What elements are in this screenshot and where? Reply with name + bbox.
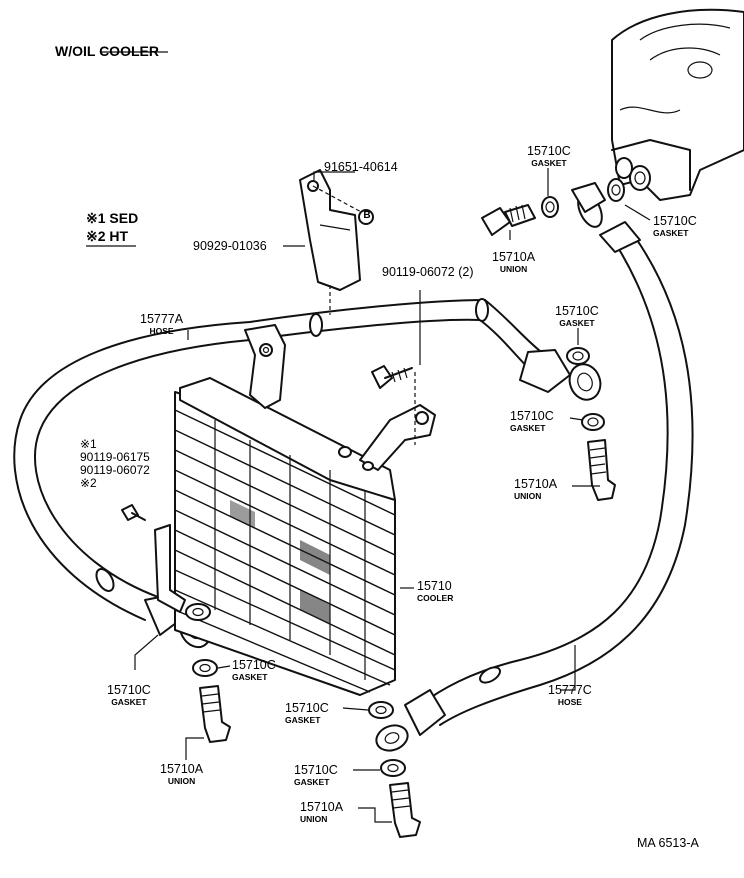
callout-pn: 90929-01036 <box>193 239 267 253</box>
bolt-note-part1: 90119-06175 <box>80 450 150 464</box>
diagram-code: MA 6513-A <box>637 836 699 850</box>
callout-gasket-right2: 15710C GASKET <box>510 410 554 434</box>
callout-union-left: 15710A UNION <box>160 763 203 787</box>
legend-item-1: ※1 SED <box>86 209 138 227</box>
callout-caption: GASKET <box>531 158 567 168</box>
legend-symbol-2: ※2 <box>86 228 106 244</box>
callout-caption: GASKET <box>510 423 546 433</box>
callout-caption: GASKET <box>285 715 321 725</box>
callout-pn: 15710C <box>285 701 329 715</box>
cooler-fins <box>174 409 396 693</box>
leader-lines <box>86 51 651 823</box>
callout-pn: 15710C <box>653 214 697 228</box>
callout-pn: 15710C <box>107 683 151 697</box>
callout-bracket: 90929-01036 <box>193 239 267 253</box>
callout-pn: 15710C <box>555 304 599 318</box>
callout-gasket-left2: 15710C GASKET <box>232 659 276 683</box>
callout-bolt-upper: 91651-40614 <box>324 160 398 174</box>
legend-text-1: SED <box>109 210 139 226</box>
callout-caption: GASKET <box>559 318 595 328</box>
callout-pn: 91651-40614 <box>324 160 398 174</box>
callout-pn: 15710C <box>510 409 554 423</box>
left-fittings <box>185 603 231 743</box>
callout-pn: 15777A <box>140 312 184 326</box>
callout-pn: 15710A <box>514 477 558 491</box>
bolt-note: ※1 90119-06175 90119-06072 ※2 <box>80 438 150 490</box>
callout-union-right: 15710A UNION <box>514 478 557 502</box>
callout-pn: 15710A <box>492 250 536 264</box>
callout-pn: 15710A <box>300 800 344 814</box>
callout-caption: GASKET <box>111 697 147 707</box>
bolt-note-part2: 90119-06072 <box>80 463 150 477</box>
callout-caption: HOSE <box>557 697 582 707</box>
callout-hose-c: 15777C HOSE <box>548 684 592 708</box>
callout-cooler: 15710 COOLER <box>417 580 453 604</box>
callout-caption: COOLER <box>417 593 454 603</box>
right-fittings <box>566 347 616 501</box>
callout-hose-a: 15777A HOSE <box>140 313 183 337</box>
callout-bolt-cooler: 90119-06072 (2) <box>382 265 474 279</box>
bolt-note-mark1: ※1 <box>80 437 97 451</box>
callout-union-bottom: 15710A UNION <box>300 801 343 825</box>
legend-text-2: HT <box>109 228 129 244</box>
callout-caption: UNION <box>300 814 328 824</box>
callout-gasket-top-right: 15710C GASKET <box>653 215 697 239</box>
callout-union-top: 15710A UNION <box>492 251 535 275</box>
legend-item-2: ※2 HT <box>86 227 138 245</box>
callout-pn: 15710C <box>232 658 276 672</box>
engine-block <box>611 8 744 201</box>
bottom-fittings <box>368 701 421 838</box>
callout-gasket-right1: 15710C GASKET <box>555 305 599 329</box>
top-fittings <box>481 178 625 236</box>
callout-caption: UNION <box>499 264 528 274</box>
callout-pn: 15777C <box>548 683 592 697</box>
hose-15777c <box>375 182 694 752</box>
callout-pn: 15710C <box>294 763 338 777</box>
callout-caption: UNION <box>167 776 196 786</box>
title-text: W/OIL COOLER <box>55 43 159 59</box>
hose-clamp-bracket <box>299 169 374 315</box>
marker-b: B <box>363 210 371 221</box>
callout-pn: 15710A <box>160 762 204 776</box>
callout-pn: 15710C <box>527 144 571 158</box>
callout-pn: 15710 <box>417 579 452 593</box>
callout-caption: GASKET <box>653 228 689 238</box>
callout-caption: UNION <box>514 491 542 501</box>
bolt-cooler-mount <box>371 365 416 445</box>
legend-symbol-1: ※1 <box>86 210 106 226</box>
diagram-title: W/OIL COOLER <box>55 43 159 61</box>
callout-caption: GASKET <box>232 672 268 682</box>
callout-gasket-bottom2: 15710C GASKET <box>294 764 338 788</box>
callout-caption: HOSE <box>149 326 174 336</box>
callout-gasket-left1: 15710C GASKET <box>107 684 151 708</box>
bolt-note-mark2: ※2 <box>80 476 97 490</box>
legend: ※1 SED ※2 HT <box>86 209 138 245</box>
callout-gasket-top: 15710C GASKET <box>527 145 571 169</box>
callout-caption: GASKET <box>294 777 330 787</box>
callout-gasket-bottom1: 15710C GASKET <box>285 702 329 726</box>
callout-pn: 90119-06072 (2) <box>382 265 474 279</box>
oil-cooler <box>154 324 436 696</box>
bolt-left-small <box>121 504 146 521</box>
